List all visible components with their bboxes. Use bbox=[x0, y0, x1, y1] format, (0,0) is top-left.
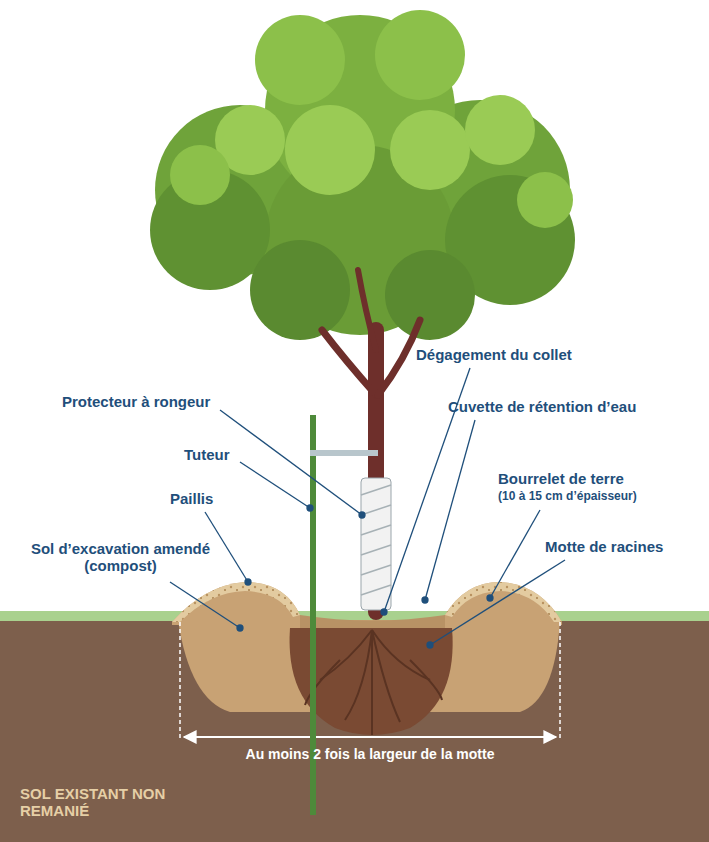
rodent-guard-wrap bbox=[361, 485, 391, 595]
roots bbox=[305, 630, 442, 735]
soil-label: SOL EXISTANT NON REMANIÉ bbox=[20, 785, 190, 820]
mulch bbox=[445, 582, 562, 622]
width-arrow bbox=[184, 736, 556, 738]
part-label: Cuvette de rétention d’eau bbox=[448, 398, 636, 415]
existing-soil bbox=[0, 620, 709, 842]
rodent-guard bbox=[361, 478, 391, 610]
mulch bbox=[172, 582, 300, 622]
soil-berm bbox=[172, 582, 300, 625]
dimension-label: Au moins 2 fois la largeur de la motte bbox=[246, 746, 495, 762]
part-label: Sol d’excavation amendé (compost) bbox=[28, 540, 213, 575]
stake-tie bbox=[310, 450, 378, 456]
part-label: Tuteur bbox=[184, 446, 230, 463]
part-label: Paillis bbox=[170, 490, 213, 507]
part-label: Motte de racines bbox=[545, 538, 663, 555]
soil-berm bbox=[445, 582, 562, 625]
dimension-note: (10 à 15 cm d’épaisseur) bbox=[498, 490, 637, 504]
part-label: Dégagement du collet bbox=[416, 346, 572, 363]
tree-trunk bbox=[322, 270, 420, 612]
grass-line bbox=[0, 611, 709, 621]
part-label: Bourrelet de terre bbox=[498, 470, 624, 487]
part-label: Protecteur à rongeur bbox=[62, 393, 210, 410]
